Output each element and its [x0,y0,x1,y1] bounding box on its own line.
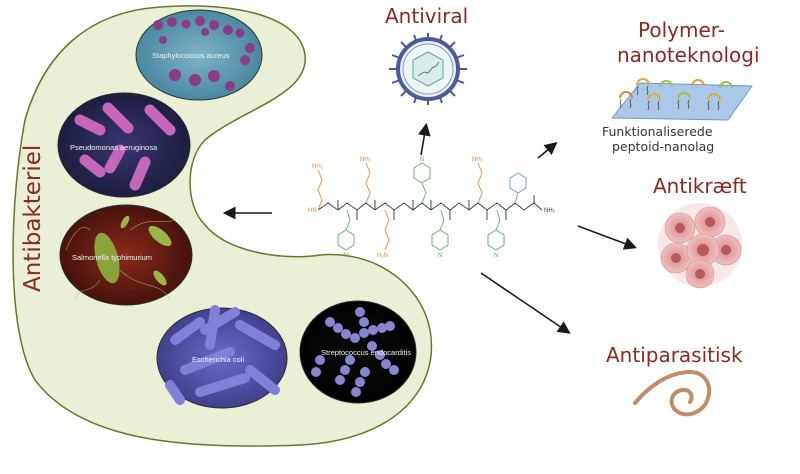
polymer-title-line2: nanoteknologi [617,43,760,67]
amine-label: NH₂ [360,157,372,163]
cell-nuclei [671,217,731,279]
amine-sidechains [317,162,483,251]
arrow-to-antiparasitic [480,272,571,334]
benzyl-sidechain [509,172,527,204]
indole-sidechains [337,162,505,251]
molecule-backbone [317,202,543,211]
ecoli-image: Escherichia coli [156,305,288,409]
streptococcus-image: Streptococcus endocarditis [299,300,417,404]
polymer-caption-line2: peptoid-nanolag [612,139,714,154]
organism-label-ecoli: Escherichia coli [192,355,244,364]
salmonella-image: Salmonella typhimurium [59,204,193,306]
nanolayer-icon [610,78,753,121]
staphylococcus-image: Staphylococcus aureus [135,9,263,101]
peptoid-loops [619,78,733,101]
peptoid-molecule: NH₂ NH₂ NH₂ H₂N HN NH₂ N N N N [308,157,556,259]
bacilli-shapes [74,102,176,191]
cocci-chains [311,307,399,397]
terminal-amine-label: NH₂ [544,208,556,214]
parasite-worm-icon [633,369,711,417]
amine-label: H₂N [377,253,388,259]
polymer-title-line1: Polymer- [638,18,725,42]
antiviral-title: Antiviral [385,4,468,28]
bacilli-shapes [165,305,280,405]
peptoid-tails [619,85,720,111]
organism-label-pseudomonas: Pseudomonas aeruginosa [70,143,158,152]
indole-n-label: N [420,157,424,163]
organism-label-staphylococcus: Staphylococcus aureus [152,51,230,60]
arrow-to-antiviral [418,122,431,156]
indole-n-label: N [344,253,348,259]
indole-n-label: N [438,253,442,259]
polymer-caption-line1: Funktionaliserede [602,124,713,139]
organism-label-salmonella: Salmonella typhimurium [72,253,152,262]
pseudomonas-image: Pseudomonas aeruginosa [57,92,191,198]
anticancer-title: Antikræft [653,174,747,198]
amine-label: NH₂ [312,164,324,170]
arrow-to-polymer [537,141,558,159]
hn-label: HN [308,208,317,214]
amine-label: NH₂ [472,157,484,163]
antiparasitic-title: Antiparasitisk [606,343,743,367]
carbonyl-bonds [337,195,535,220]
flagella [65,219,176,301]
virus-icon [389,33,467,105]
antibacterial-title: Antibakteriel [20,145,46,292]
organism-label-streptococcus: Streptococcus endocarditis [321,348,411,357]
cancer-cell-cluster-icon [658,203,742,289]
indole-n-label: N [494,253,498,259]
cocci-shapes [153,16,255,91]
arrow-to-anticancer [577,225,637,250]
